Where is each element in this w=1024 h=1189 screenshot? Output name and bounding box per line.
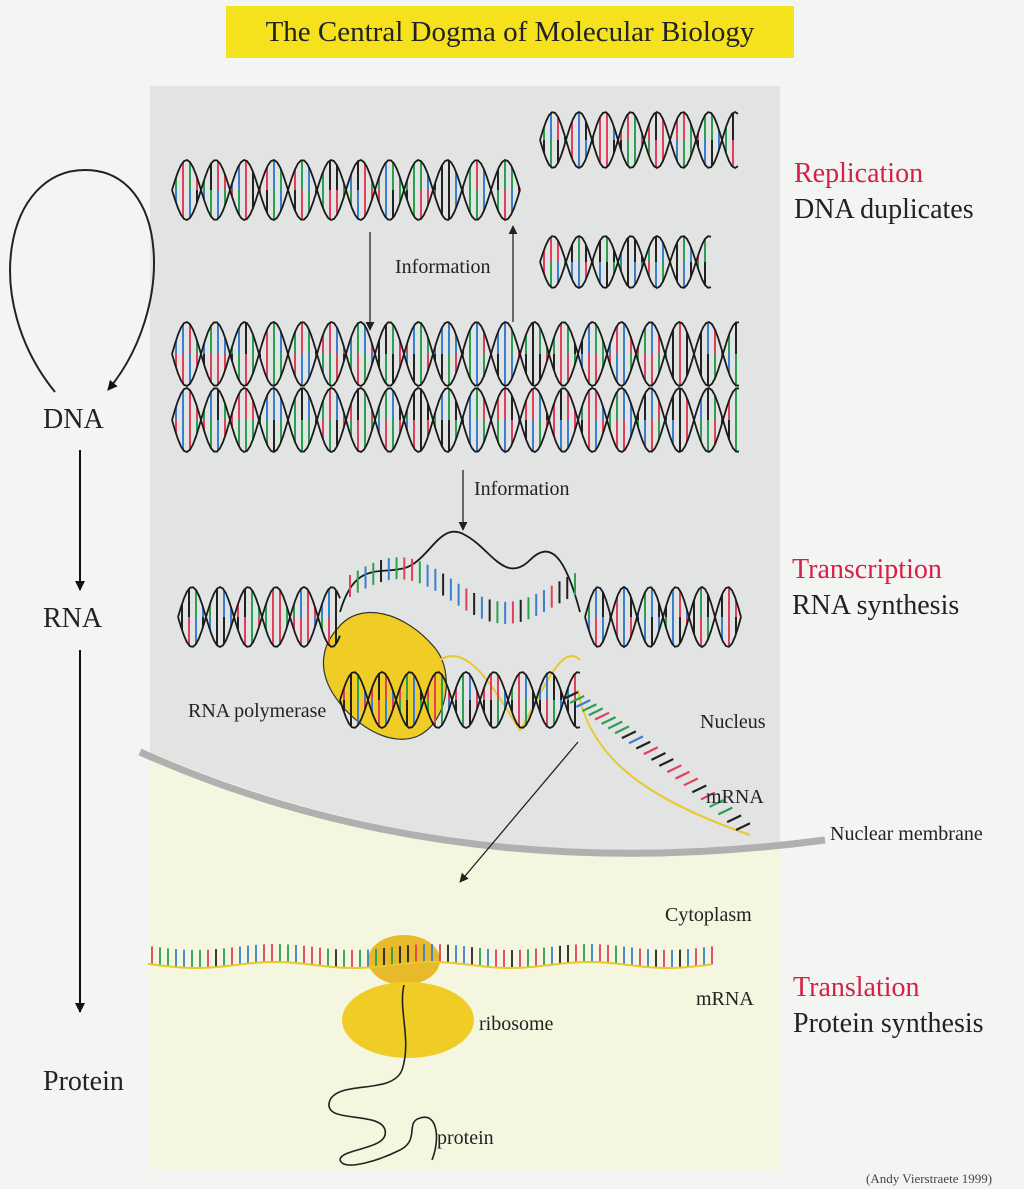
title-banner: The Central Dogma of Molecular Biology bbox=[226, 6, 794, 58]
information-label-transcription: Information bbox=[474, 478, 570, 500]
rna-polymerase-label: RNA polymerase bbox=[188, 700, 327, 722]
protein-chain bbox=[328, 984, 438, 1166]
level-rna: RNA bbox=[43, 603, 103, 634]
cytoplasm-label: Cytoplasm bbox=[665, 904, 752, 926]
process-replication-desc: DNA duplicates bbox=[794, 194, 974, 225]
mrna-cytoplasm-strand bbox=[147, 944, 713, 970]
process-transcription: Transcription bbox=[792, 554, 942, 585]
transcription-bubble bbox=[439, 655, 581, 732]
process-translation: Translation bbox=[793, 972, 920, 1003]
process-translation-desc: Protein synthesis bbox=[793, 1008, 984, 1039]
nuclear-membrane-label: Nuclear membrane bbox=[830, 823, 983, 845]
mrna-cytoplasm-label: mRNA bbox=[696, 988, 754, 1010]
replication-loop-arrow bbox=[9, 168, 155, 393]
rna-polymerase-shape bbox=[322, 612, 447, 740]
mrna-nucleus-label: mRNA bbox=[706, 786, 764, 808]
level-dna: DNA bbox=[43, 404, 104, 435]
nucleus-region bbox=[150, 86, 780, 861]
ribosome-small-subunit bbox=[368, 935, 440, 985]
mrna-export-arrow bbox=[459, 741, 579, 883]
ribosome-label: ribosome bbox=[479, 1013, 554, 1035]
information-label-replication: Information bbox=[395, 256, 491, 278]
process-transcription-desc: RNA synthesis bbox=[792, 590, 960, 621]
ribosome-large-subunit bbox=[342, 982, 474, 1058]
process-replication: Replication bbox=[794, 158, 924, 189]
nucleus-label: Nucleus bbox=[700, 711, 766, 733]
diagram-title: The Central Dogma of Molecular Biology bbox=[265, 16, 755, 48]
nuclear-membrane bbox=[138, 748, 826, 857]
credit-text: (Andy Vierstraete 1999) bbox=[866, 1171, 993, 1186]
level-protein: Protein bbox=[43, 1066, 124, 1097]
dna-strands bbox=[171, 110, 751, 836]
protein-label: protein bbox=[437, 1127, 494, 1149]
